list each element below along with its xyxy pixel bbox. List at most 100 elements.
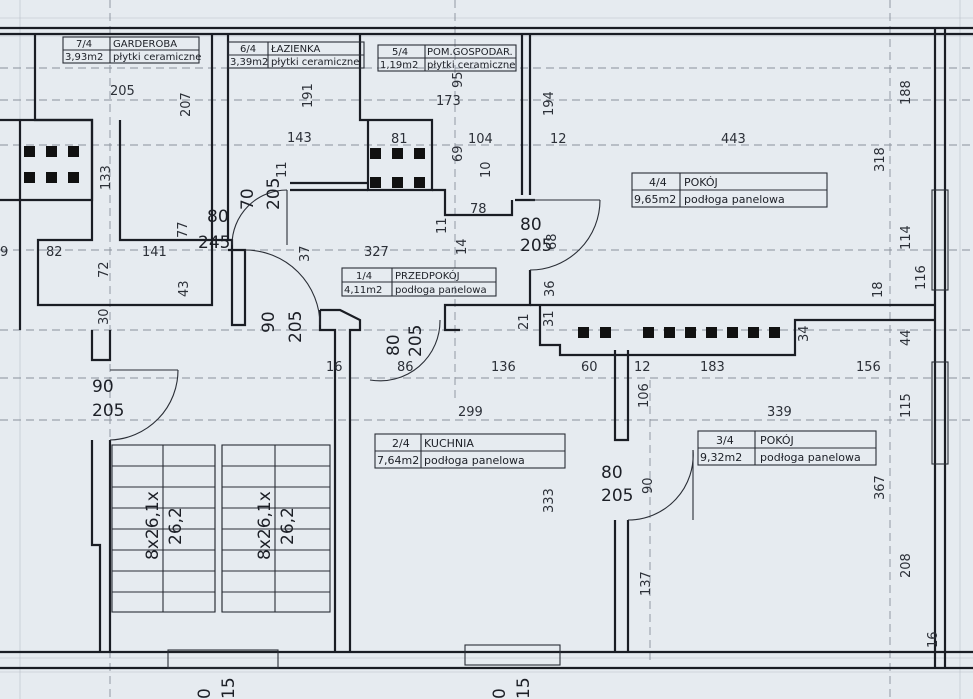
dim-12a: 12 xyxy=(550,132,567,147)
dim-173: 173 xyxy=(436,94,461,109)
dim-36: 36 xyxy=(543,280,558,297)
dim-339: 339 xyxy=(767,405,792,420)
room-name: ŁAZIENKA xyxy=(270,44,320,55)
dim-9: 9 xyxy=(0,245,8,260)
dim-30: 30 xyxy=(97,308,112,325)
dim-37: 37 xyxy=(298,245,313,262)
dim-90c: 90 xyxy=(641,477,656,494)
dim-333: 333 xyxy=(542,488,557,513)
room-area: 9,65m2 xyxy=(634,193,676,206)
door-width-80c: 80 xyxy=(384,334,404,356)
dim-207: 207 xyxy=(179,92,194,117)
room-area: 3,93m2 xyxy=(65,52,103,63)
dim-44: 44 xyxy=(899,329,914,346)
dim-34: 34 xyxy=(797,325,812,342)
dim-141: 141 xyxy=(142,245,167,260)
room-floor: płytki ceramiczne xyxy=(113,52,201,63)
dimension-labels: 205 207 191 173 95 194 188 143 81 104 12… xyxy=(0,71,941,699)
dim-21: 21 xyxy=(517,313,532,330)
door-width-90b: 90 xyxy=(92,377,114,397)
dim-367: 367 xyxy=(873,475,888,500)
dim-443: 443 xyxy=(721,132,746,147)
door-height-205g: 205 xyxy=(601,486,633,506)
dim-81: 81 xyxy=(391,132,408,147)
room-area: 9,32m2 xyxy=(700,451,742,464)
stair-label-2-line1: 8x26,1x xyxy=(255,491,275,560)
room-label-pokoj-3: 3/4 POKÓJ 9,32m2 podłoga panelowa xyxy=(697,430,877,466)
dim-115: 115 xyxy=(899,393,914,418)
door-width-80b: 80 xyxy=(520,215,542,235)
stair-label-1-line2: 26,2 xyxy=(166,507,186,545)
dim-143: 143 xyxy=(287,131,312,146)
room-area: 4,11m2 xyxy=(344,285,382,296)
dim-136: 136 xyxy=(491,360,516,375)
walls xyxy=(0,26,973,670)
dim-69: 69 xyxy=(451,145,466,162)
stair-label-1-line1: 8x26,1x xyxy=(143,491,163,560)
room-floor: podłoga panelowa xyxy=(395,285,487,296)
dim-10: 10 xyxy=(479,161,494,178)
door-height-205c: 205 xyxy=(520,236,552,256)
room-floor: płytki ceramiczne xyxy=(427,60,515,71)
dim-133: 133 xyxy=(99,165,114,190)
dim-82: 82 xyxy=(46,245,63,260)
dim-208: 208 xyxy=(899,553,914,578)
room-number: 4/4 xyxy=(649,176,667,189)
dim-104: 104 xyxy=(468,132,493,147)
room-label-pokoj-4: 4/4 POKÓJ 9,65m2 podłoga panelowa xyxy=(631,172,828,208)
room-name: POM.GOSPODAR. xyxy=(427,47,513,58)
door-height-205b: 205 xyxy=(264,178,284,210)
dim-72: 72 xyxy=(97,261,112,278)
dim-16a: 16 xyxy=(326,360,343,375)
dim-16b: 16 xyxy=(926,631,941,648)
room-name: KUCHNIA xyxy=(424,437,474,450)
room-label-lazienka: 6/4 ŁAZIENKA 3,39m2 płytki ceramiczne xyxy=(227,41,365,69)
room-number: 1/4 xyxy=(356,271,372,282)
door-width-90a: 90 xyxy=(259,311,279,333)
dim-43: 43 xyxy=(177,280,192,297)
dim-31: 31 xyxy=(542,310,557,327)
room-floor: podłoga panelowa xyxy=(760,451,861,464)
dim-194: 194 xyxy=(542,91,557,116)
room-name: GARDEROBA xyxy=(113,39,177,50)
room-name: POKÓJ xyxy=(684,176,718,189)
dim-156: 156 xyxy=(856,360,881,375)
door-width-80d: 80 xyxy=(601,463,623,483)
room-number: 6/4 xyxy=(240,44,256,55)
room-labels: 7/4 GARDEROBA 3,93m2 płytki ceramiczne 6… xyxy=(62,36,877,469)
room-number: 5/4 xyxy=(392,47,408,58)
dim-12b: 12 xyxy=(634,360,651,375)
dim-116: 116 xyxy=(914,265,929,290)
door-swings xyxy=(109,189,694,521)
dim-188: 188 xyxy=(899,80,914,105)
dim-77: 77 xyxy=(176,221,191,238)
dim-78: 78 xyxy=(470,202,487,217)
room-number: 2/4 xyxy=(392,437,410,450)
door-width-80a: 80 xyxy=(207,207,229,227)
room-label-pom-gospodar: 5/4 POM.GOSPODAR. 1,19m2 płytki ceramicz… xyxy=(377,44,517,72)
dim-bottom-0b: 0 xyxy=(490,688,510,699)
dim-299: 299 xyxy=(458,405,483,420)
dim-205: 205 xyxy=(110,84,135,99)
room-label-kuchnia: 2/4 KUCHNIA 7,64m2 podłoga panelowa xyxy=(374,433,566,469)
room-number: 3/4 xyxy=(716,434,734,447)
room-label-przedpokoj: 1/4 PRZEDPOKÓJ 4,11m2 podłoga panelowa xyxy=(341,267,497,297)
stair-label-2-line2: 26,2 xyxy=(278,507,298,545)
dim-14: 14 xyxy=(455,238,470,255)
dim-95: 95 xyxy=(451,71,466,88)
room-name: PRZEDPOKÓJ xyxy=(395,269,460,282)
room-label-garderoba: 7/4 GARDEROBA 3,93m2 płytki ceramiczne xyxy=(62,36,201,64)
dim-68: 68 xyxy=(545,233,560,250)
dim-bottom-0a: 0 xyxy=(195,688,215,699)
door-width-70: 70 xyxy=(238,188,258,210)
room-floor: płytki ceramiczne xyxy=(271,57,359,68)
dim-318: 318 xyxy=(873,147,888,172)
door-height-205e: 205 xyxy=(406,325,426,357)
stair-labels: 8x26,1x 26,2 8x26,1x 26,2 xyxy=(143,491,298,560)
room-floor: podłoga panelowa xyxy=(684,193,785,206)
chimney-ducts xyxy=(24,146,780,338)
room-number: 7/4 xyxy=(76,39,92,50)
room-name: POKÓJ xyxy=(760,434,794,447)
